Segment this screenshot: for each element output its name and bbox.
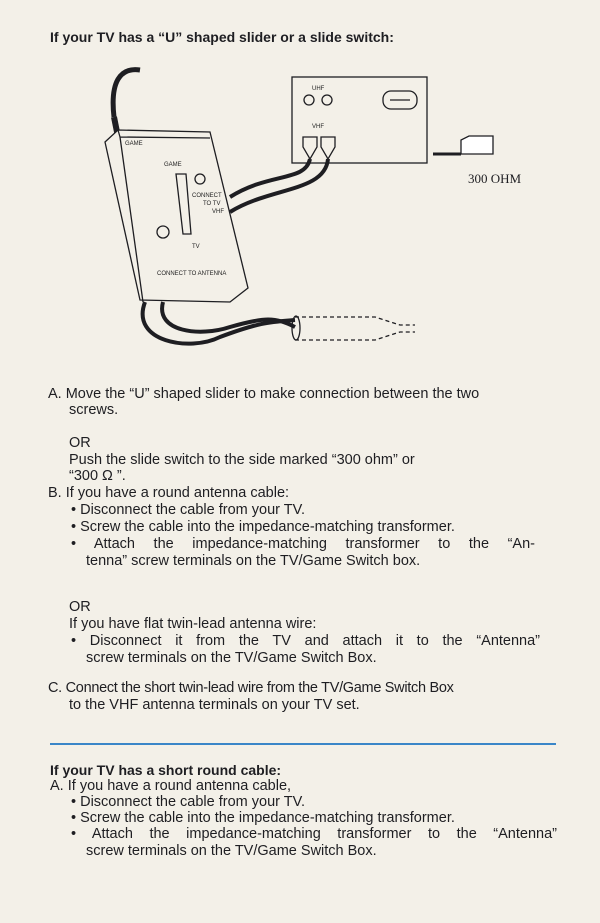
svg-text:CONNECT TO ANTENNA: CONNECT TO ANTENNA	[157, 271, 226, 277]
bullet-item: • Screw the cable into the impedance-mat…	[71, 519, 455, 535]
bullet-item-cont: screw terminals on the TV/Game Switch Bo…	[86, 843, 377, 859]
bullet-item: • Disconnect it from the TV and attach i…	[71, 633, 540, 649]
step-a-line: A. Move the “U” shaped slider to make co…	[48, 386, 480, 402]
step-b-line: B. If you have a round antenna cable:	[48, 485, 290, 501]
bullet-item: • Disconnect the cable from your TV.	[71, 502, 305, 518]
bullet-item: • Disconnect the cable from your TV.	[71, 794, 305, 810]
step-a-alt-line: Push the slide switch to the side marked…	[69, 452, 415, 468]
svg-text:UHF: UHF	[312, 86, 325, 92]
svg-text:TV: TV	[192, 244, 200, 250]
svg-text:CONNECT: CONNECT	[192, 193, 222, 199]
bullet-item-cont: screw terminals on the TV/Game Switch Bo…	[86, 650, 377, 666]
or-label: OR	[69, 599, 91, 615]
section-heading: If your TV has a “U” shaped slider or a …	[50, 29, 394, 45]
tv-switch-diagram: UHF VHF 300 OHM GAME GAME CONNECT TO TV …	[104, 67, 522, 346]
section-heading: If your TV has a short round cable:	[50, 762, 282, 778]
bullet-item: • Attach the impedance-matching transfor…	[71, 826, 557, 842]
svg-text:VHF: VHF	[212, 209, 224, 215]
step-a-alt-line: “300 Ω ”.	[69, 468, 126, 484]
step-a-line: screws.	[69, 402, 119, 418]
svg-text:GAME: GAME	[125, 141, 143, 147]
step-b-alt-line: If you have flat twin-lead antenna wire:	[69, 616, 317, 632]
step-c-line: to the VHF antenna terminals on your TV …	[69, 697, 360, 713]
bullet-item-cont: tenna” screw terminals on the TV/Game Sw…	[86, 553, 421, 569]
step-c-line: C. Connect the short twin-lead wire from…	[48, 680, 454, 696]
svg-text:GAME: GAME	[164, 162, 182, 168]
bullet-item: • Attach the impedance-matching transfor…	[71, 536, 535, 552]
svg-text:TO TV: TO TV	[203, 201, 220, 207]
svg-text:VHF: VHF	[312, 124, 324, 130]
svg-text:300 OHM: 300 OHM	[468, 171, 522, 186]
or-label: OR	[69, 435, 91, 451]
section-divider	[50, 743, 556, 745]
bullet-item: • Screw the cable into the impedance-mat…	[71, 810, 455, 826]
step-a-line: A. If you have a round antenna cable,	[50, 778, 292, 794]
